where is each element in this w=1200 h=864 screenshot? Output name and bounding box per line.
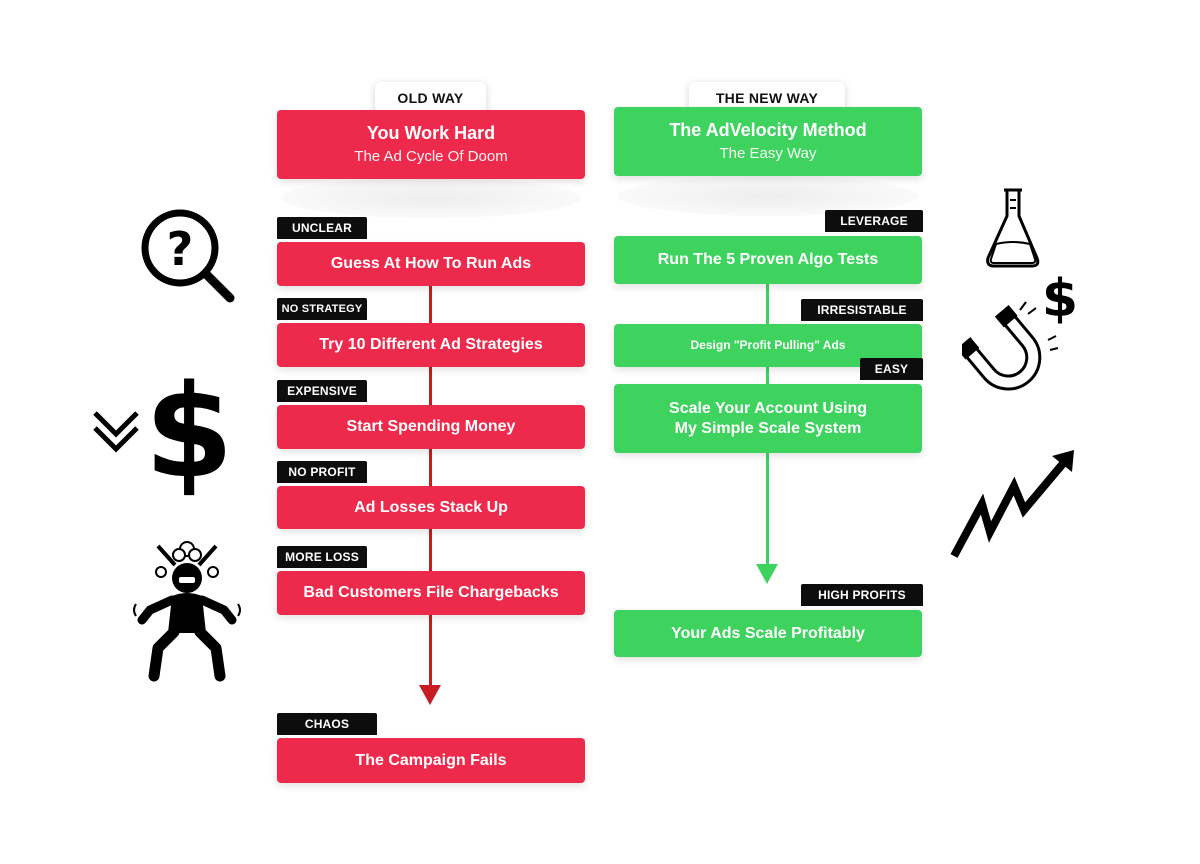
old-connector-line	[429, 449, 432, 487]
question-search-icon: ?	[141, 209, 235, 303]
old-connector-line	[429, 367, 432, 407]
new-step-tag: EASY	[860, 358, 923, 380]
new-way-header: The AdVelocity Method The Easy Way	[614, 107, 922, 176]
growth-arrow-icon	[950, 450, 1074, 558]
new-header-glow	[618, 176, 918, 216]
old-way-header-title: You Work Hard	[366, 123, 496, 144]
old-step-box: Ad Losses Stack Up	[277, 486, 585, 529]
old-step-box: Bad Customers File Chargebacks	[277, 571, 585, 615]
new-down-arrowhead	[756, 564, 778, 584]
old-step-box: Try 10 Different Ad Strategies	[277, 323, 585, 367]
old-step-tag: EXPENSIVE	[277, 380, 367, 402]
old-step-box: The Campaign Fails	[277, 738, 585, 783]
new-connector-line	[766, 367, 769, 384]
new-step-tag: LEVERAGE	[825, 210, 923, 232]
new-step-line: My Simple Scale System	[674, 419, 862, 437]
old-way-label: OLD WAY	[375, 82, 486, 113]
new-step-box: Run The 5 Proven Algo Tests	[614, 236, 922, 284]
old-connector-line	[429, 529, 432, 573]
old-header-glow	[281, 178, 581, 218]
double-chevron-down-icon	[93, 411, 139, 453]
flask-icon	[986, 188, 1040, 268]
old-step-tag: CHAOS	[277, 713, 377, 735]
new-step-tag: HIGH PROFITS	[801, 584, 923, 606]
old-way-header: You Work Hard The Ad Cycle Of Doom	[277, 110, 585, 179]
question-mark-text: ?	[167, 222, 194, 276]
old-step-box: Guess At How To Run Ads	[277, 242, 585, 286]
dollar-symbol-text: $	[144, 368, 233, 498]
new-step-tag: IRRESISTABLE	[801, 299, 923, 321]
old-step-box: Start Spending Money	[277, 405, 585, 449]
old-step-tag: NO PROFIT	[277, 461, 367, 483]
old-step-tag: NO STRATEGY	[277, 298, 367, 320]
money-magnet-icon: $	[962, 269, 1078, 391]
old-way-header-subtitle: The Ad Cycle Of Doom	[354, 147, 508, 165]
new-connector-line	[766, 284, 769, 324]
new-step-box: Your Ads Scale Profitably	[614, 610, 922, 657]
angry-person-icon	[133, 541, 241, 682]
old-step-tag: UNCLEAR	[277, 217, 367, 239]
new-step-line: Scale Your Account Using	[669, 399, 867, 417]
dollar-sign-icon: $	[144, 368, 233, 498]
new-way-header-subtitle: The Easy Way	[719, 144, 817, 162]
new-step-box: Scale Your Account Using My Simple Scale…	[614, 384, 922, 453]
old-step-tag: MORE LOSS	[277, 546, 367, 568]
new-connector-line	[766, 453, 769, 566]
magnet-dollar-text: $	[1042, 269, 1078, 329]
old-down-arrowhead	[419, 685, 441, 705]
new-way-header-title: The AdVelocity Method	[669, 120, 867, 141]
old-connector-line	[429, 615, 432, 687]
old-connector-line	[429, 286, 432, 324]
